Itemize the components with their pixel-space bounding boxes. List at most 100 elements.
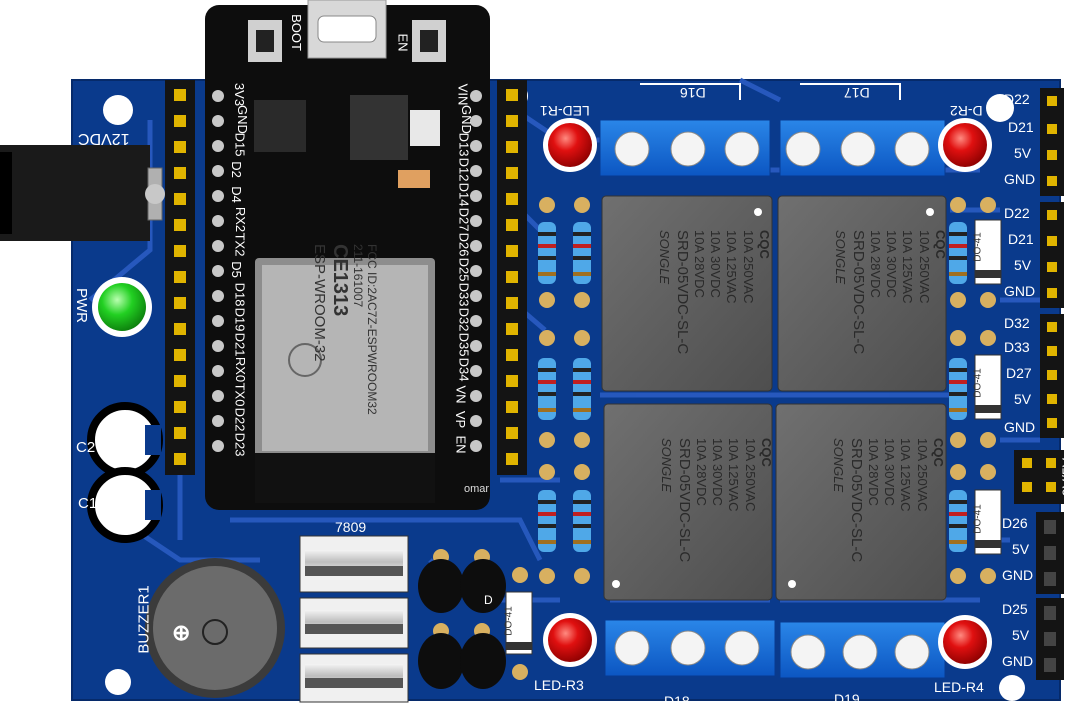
diode-label: DO-41	[972, 368, 984, 398]
i2c-header-1-name: I2C	[1066, 134, 1083, 156]
encoder-header-name: ENCODER	[1067, 343, 1083, 410]
pin-label: GND	[234, 105, 250, 134]
pin-label: D33	[456, 282, 472, 307]
module-fcc: FCC ID:2AC7Z-ESPWROOM32	[365, 244, 379, 415]
relay-line: 10A 30VDC	[884, 230, 900, 298]
pin-label: 3V3	[232, 82, 248, 107]
relay-brand: SONGLE	[833, 230, 848, 285]
relay-line: 10A 125VAC	[726, 438, 742, 512]
esp32-module-text: FCC ID:2AC7Z-ESPWROOM32 211-161007 CE131…	[311, 244, 379, 415]
header-pin-label: 5V	[1012, 627, 1030, 643]
i2c-header-2-name: I2C	[1066, 236, 1083, 258]
relay-4-text: CQC 10A 250VAC 10A 125VAC 10A 30VDC 10A …	[830, 438, 946, 588]
diode-bottom	[505, 567, 533, 680]
relay-d19-label: D19	[834, 691, 860, 707]
pin-label: D25	[456, 257, 472, 282]
relay-line: 10A 250VAC	[740, 230, 756, 304]
header-pin-label: 5V	[1014, 145, 1032, 161]
cap-c2-label: C2	[76, 440, 96, 455]
relay-line: SRD-05VDC-SL-C	[847, 438, 865, 563]
relay-line: SRD-05VDC-SL-C	[673, 230, 691, 355]
relay-line: 10A 250VAC	[914, 438, 930, 512]
led-r1-label: LED-R1	[540, 103, 590, 119]
pin-label: TX0	[232, 382, 248, 407]
relay-2-text: CQC 10A 250VAC 10A 125VAC 10A 30VDC 10A …	[832, 230, 948, 380]
pin-label: D4	[228, 186, 244, 203]
pin-label: VN	[453, 385, 469, 404]
pin-label: D21	[232, 332, 248, 357]
relay-line: CQC	[757, 230, 772, 259]
servo1-header-name: SERVO1	[1074, 612, 1087, 665]
esp32-brand: omar	[464, 483, 490, 495]
pin-label: D35	[456, 332, 472, 357]
diodes-right	[974, 197, 1002, 584]
boot-button-label: BOOT	[288, 14, 304, 51]
regulator-label: 7809	[335, 519, 367, 535]
relay-line: 10A 250VAC	[916, 230, 932, 304]
relay-line: CQC	[933, 230, 948, 259]
relay-line: 10A 30VDC	[710, 438, 726, 506]
header-pin-label: D26	[1002, 515, 1028, 531]
header-pin-label: D22	[1004, 91, 1030, 107]
relay-line: SRD-05VDC-SL-C	[849, 230, 867, 355]
pin-label: RX2	[233, 206, 249, 233]
pin-label: D34	[456, 357, 472, 382]
i2c-header-1: D22 D21 5V GND	[1004, 92, 1040, 198]
relay-brand: SONGLE	[831, 438, 846, 493]
relay-line: 10A 30VDC	[882, 438, 898, 506]
en-button-label: EN	[395, 33, 411, 52]
relay-line: 10A 28VDC	[868, 230, 883, 298]
red-leds	[543, 118, 992, 669]
header-pin-label: GND	[1002, 567, 1034, 583]
relay-line: 10A 125VAC	[900, 230, 916, 304]
relay-brand: SONGLE	[657, 230, 672, 285]
relay-d17-label: D17	[844, 85, 870, 101]
pwr-led-label: PWR	[73, 288, 90, 323]
pin-label: GND	[458, 105, 474, 134]
pin-label: VIN	[455, 83, 471, 106]
power-jack-label: 12VDC	[78, 130, 130, 147]
pin-label: D13	[456, 132, 472, 157]
pin-label: TX2	[232, 232, 248, 257]
pin-label: D19	[232, 307, 248, 332]
pin-label: RX0	[233, 356, 249, 383]
cap-d-label: D	[484, 593, 493, 607]
relay-3-text: CQC 10A 250VAC 10A 125VAC 10A 30VDC 10A …	[658, 438, 774, 588]
buzzer-label: BUZZER1	[135, 585, 153, 654]
led-r2-label: D-R2	[950, 103, 983, 119]
pin-label: D26	[456, 232, 472, 257]
header-pin-label: GND	[1002, 653, 1034, 669]
led-r3-label: LED-R3	[534, 677, 584, 693]
relay-line: CQC	[931, 438, 946, 467]
i2c-header-2: D22 D21 5V GND	[1004, 206, 1040, 310]
left-header-strip	[165, 80, 195, 475]
pin-label: EN	[453, 435, 469, 454]
module-ce: CE1313	[329, 244, 351, 317]
header-pin-label: 5V	[1014, 391, 1032, 407]
relay-line: SRD-05VDC-SL-C	[675, 438, 693, 563]
pin-label: D18	[232, 282, 248, 307]
buzzer: ⊕	[145, 558, 285, 698]
pin-label: D5	[228, 261, 244, 278]
servo2-header: D26 5V GND	[1002, 516, 1036, 594]
header-pin-label: D32	[1004, 315, 1030, 331]
relay-brand: SONGLE	[659, 438, 674, 493]
pin-label: VP	[453, 410, 469, 429]
pin-label: D32	[456, 307, 472, 332]
pin-label: D23	[232, 432, 248, 457]
pin-label: D22	[232, 407, 248, 432]
header-pin-label: D21	[1008, 231, 1034, 247]
header-pin-label: GND	[1004, 283, 1036, 299]
module-serial: 211-161007	[351, 244, 365, 308]
diode-label: DO-41	[972, 232, 984, 262]
header-pin-label: GND	[1004, 419, 1036, 435]
relay-line: 10A 28VDC	[866, 438, 881, 506]
relay-line: 10A 125VAC	[898, 438, 914, 512]
diode-label: DO-41	[972, 504, 984, 534]
resistors	[538, 197, 967, 584]
servo2-header-name: SERVO2	[1074, 526, 1087, 579]
pin-label: D27	[456, 207, 472, 232]
pin-label: D12	[456, 157, 472, 182]
terminal-blocks	[599, 83, 946, 679]
